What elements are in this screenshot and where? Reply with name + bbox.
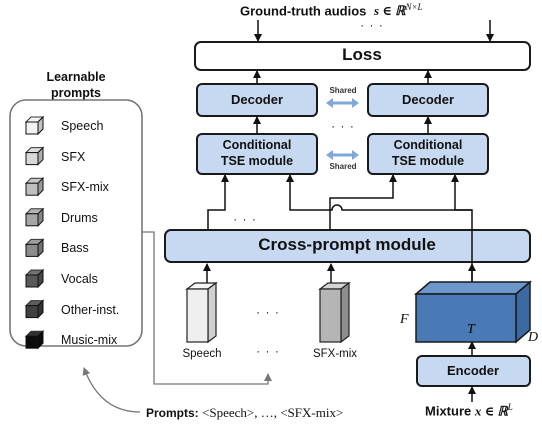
learnable-prompts-title-line1: Learnable <box>46 70 106 84</box>
mixture-caption-math: x ∈ ℝ <box>474 403 508 419</box>
ground-truth-label: Ground-truth audios s ∈ ℝN×L <box>240 2 423 19</box>
sfx-mix-prompt-token <box>318 281 351 344</box>
mid-ellipsis-1: · · · <box>331 119 355 133</box>
mid-ellipsis-2: · · · <box>233 212 257 226</box>
learnable-prompt-item-label: Other-inst. <box>61 302 120 317</box>
cube-label-t: T <box>467 322 475 337</box>
tse-right-label: Conditional TSE module <box>392 137 464 169</box>
shared-label-bottom: Shared <box>329 162 357 171</box>
loss-label: Loss <box>342 45 382 64</box>
decoder-left-label: Decoder <box>230 92 284 107</box>
feature-cube <box>413 280 533 344</box>
sfx-mix-token-label: SFX-mix <box>312 348 358 360</box>
learnable-prompt-item-label: Vocals <box>61 272 98 286</box>
learnable-prompt-item-label: Music-mix <box>61 333 118 348</box>
prompts-selection-arrows <box>82 231 272 413</box>
ground-truth-text: Ground-truth audios <box>240 3 367 19</box>
prompt-cube-icon <box>24 115 45 136</box>
cross-prompt-label: Cross-prompt module <box>258 235 436 254</box>
prompt-cube-icon <box>24 176 45 197</box>
cross-prompt-block <box>164 229 531 263</box>
learnable-prompt-item-label: Speech <box>61 119 104 133</box>
tse-right-line2: TSE module <box>391 154 465 168</box>
token-ellipsis-mid: · · · <box>256 305 280 319</box>
ground-truth-sup: N×L <box>405 2 423 12</box>
learnable-prompt-item-label: Bass <box>61 241 89 256</box>
shared-label-top: Shared <box>329 86 357 95</box>
speech-token-label: Speech <box>182 348 222 360</box>
cube-label-f: F <box>400 312 409 327</box>
learnable-prompts-panel <box>9 99 143 347</box>
tse-right-line1: Conditional <box>393 138 463 152</box>
learnable-prompt-item-label: SFX <box>61 149 86 164</box>
tse-left-line1: Conditional <box>222 138 292 152</box>
prompts-caption: Prompts: <Speech>, …, <SFX-mix> <box>146 405 343 421</box>
prompt-cube-icon <box>24 329 45 350</box>
learnable-prompt-item-label: SFX-mix <box>61 180 109 195</box>
prompt-cube-icon <box>24 268 45 289</box>
mixture-caption-label: Mixture <box>425 403 472 419</box>
tse-left-line2: TSE module <box>220 154 294 168</box>
top-ellipsis: · · · <box>360 18 384 32</box>
encoder-label: Encoder <box>446 363 500 378</box>
decoder-right-label: Decoder <box>401 92 455 107</box>
prompt-cube-icon <box>24 299 45 319</box>
speech-prompt-token <box>185 281 218 344</box>
cube-label-d: D <box>528 330 539 345</box>
learnable-prompts-title-line2: prompts <box>51 86 101 100</box>
prompt-cube-icon <box>24 207 45 228</box>
prompts-caption-label: Prompts: <box>146 406 199 420</box>
learnable-prompts-title: Learnable prompts <box>46 69 105 101</box>
token-ellipsis-low: · · · <box>256 344 280 358</box>
prompt-cube-icon <box>24 146 45 166</box>
loss-block <box>194 41 531 71</box>
cross-to-tse-lines <box>207 174 473 298</box>
learnable-prompt-item-label: Drums <box>61 210 98 225</box>
tse-left-label: Conditional TSE module <box>221 137 293 169</box>
prompt-cube-icon <box>24 238 45 258</box>
mixture-caption: Mixture x ∈ ℝL <box>425 402 513 419</box>
prompts-caption-text: <Speech>, …, <SFX-mix> <box>202 405 344 420</box>
mixture-caption-sup: L <box>507 402 513 412</box>
shared-arrow-top <box>326 98 359 108</box>
shared-arrow-bottom <box>326 150 359 160</box>
ground-truth-math: s ∈ ℝ <box>374 3 406 19</box>
